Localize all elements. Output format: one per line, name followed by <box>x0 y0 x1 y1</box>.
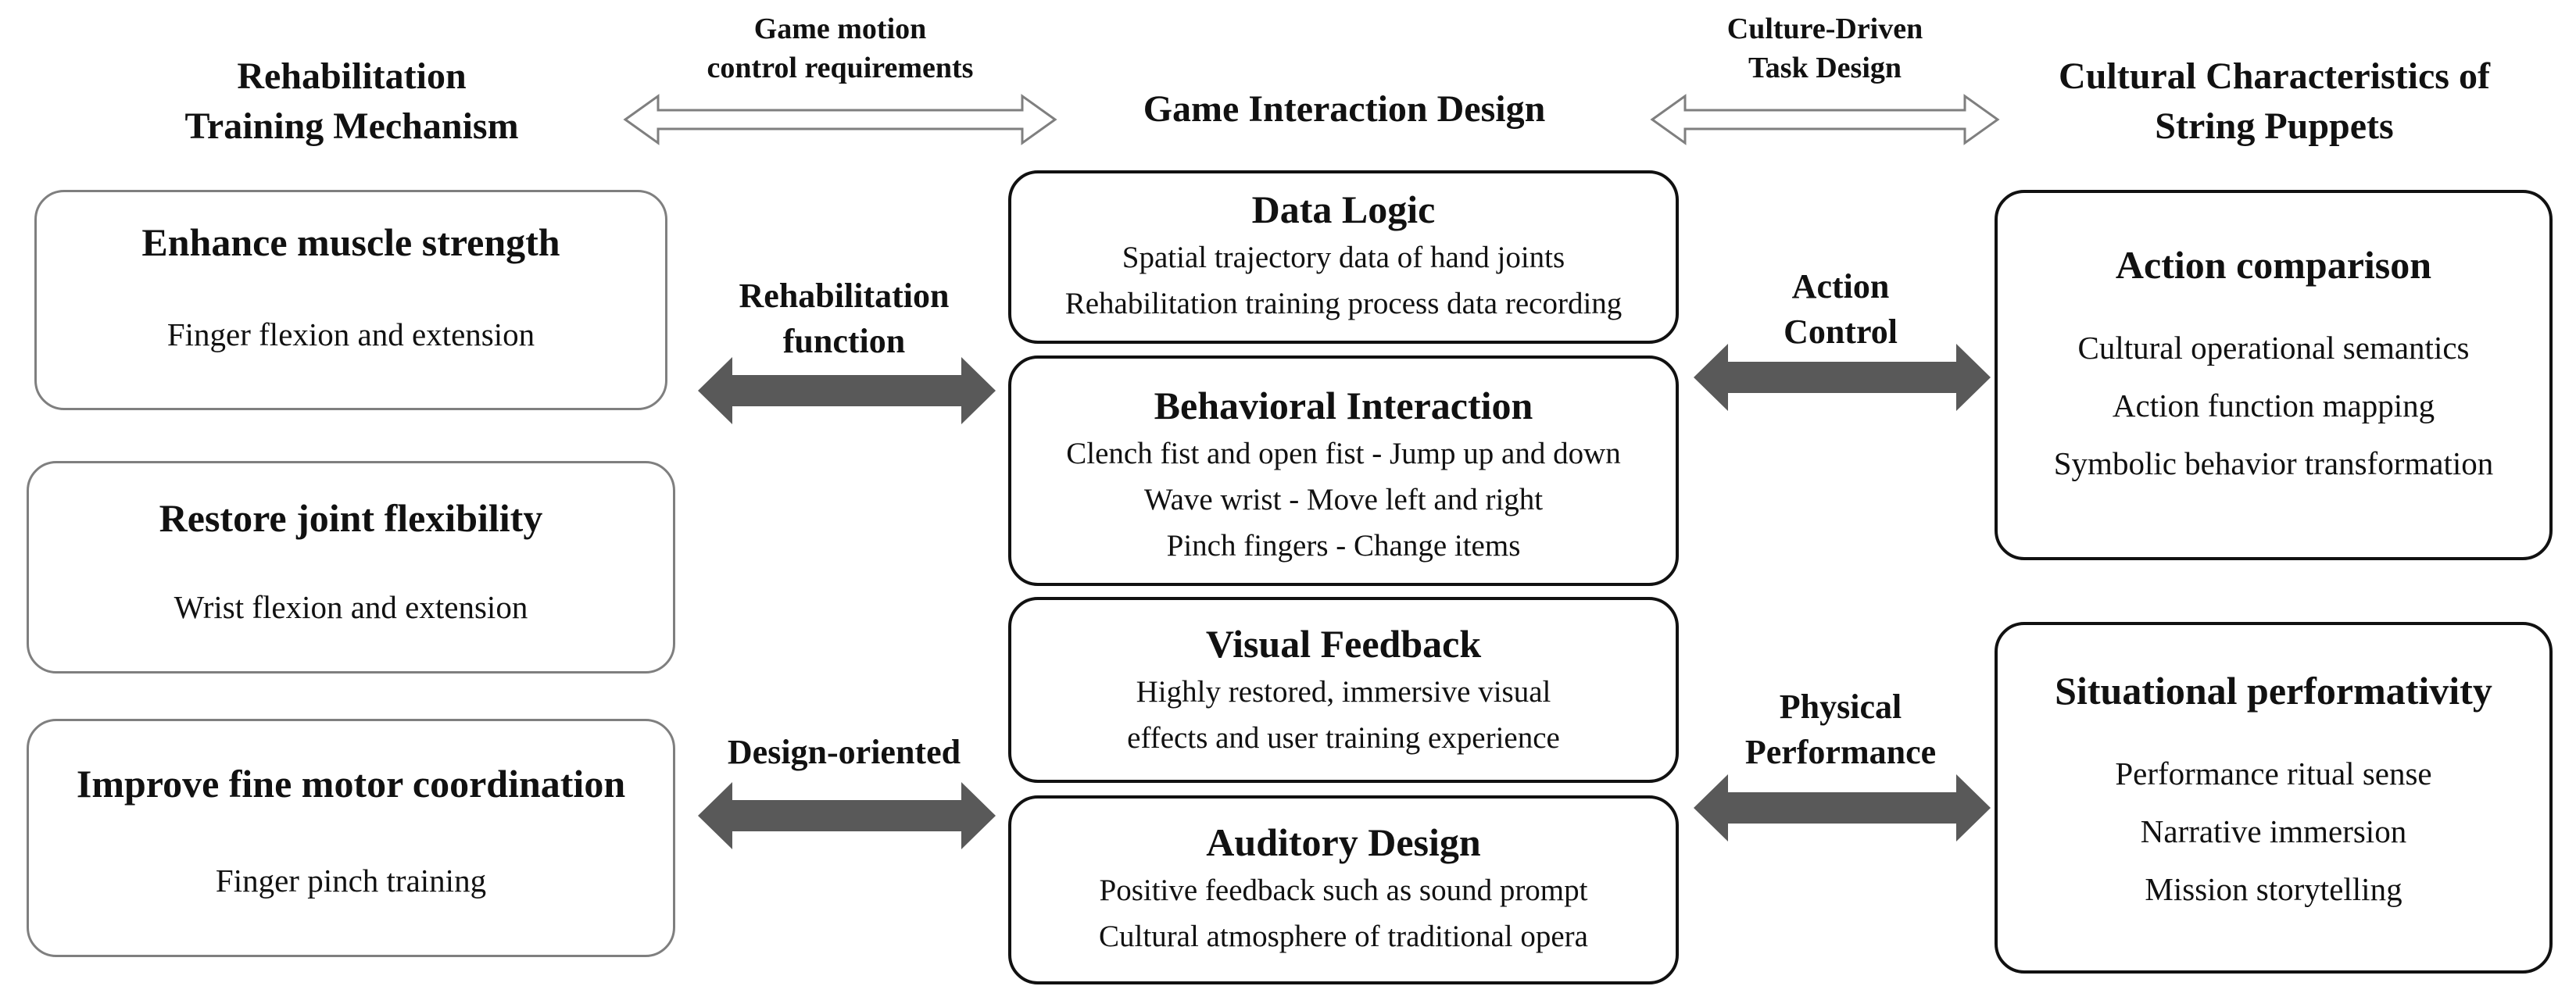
box-line: Cultural operational semantics <box>2077 330 2470 366</box>
top-left-arrow-label: Game motion control requirements <box>707 13 974 84</box>
box-title: Situational performativity <box>2055 669 2492 713</box>
right-lower-double-arrow <box>1694 774 1991 841</box>
middle-box-visual-feedback: Visual Feedback Highly restored, immersi… <box>1008 597 1679 783</box>
box-title: Auditory Design <box>1206 820 1481 864</box>
box-line: Wrist flexion and extension <box>174 589 528 625</box>
box-line: Pinch fingers - Change items <box>1166 529 1521 563</box>
right-box-situational-performativity: Situational performativity Performance r… <box>1995 622 2553 974</box>
top-right-arrow-label: Culture-Driven Task Design <box>1726 13 1923 84</box>
left-column-title: Rehabilitation Training Mechanism <box>184 55 519 147</box>
box-title: Restore joint flexibility <box>159 496 543 540</box>
left-box-muscle-strength: Enhance muscle strength Finger flexion a… <box>34 190 667 410</box>
arrow-label-design-oriented: Design-oriented <box>727 733 961 771</box>
left-lower-double-arrow <box>698 782 996 849</box>
right-column-title: Cultural Characteristics of String Puppe… <box>2059 55 2490 147</box>
box-title: Enhance muscle strength <box>141 220 560 264</box>
arrow-label-physical-performance: Physical Performance <box>1744 688 1937 771</box>
box-line: effects and user training experience <box>1127 721 1560 755</box>
box-line: Action function mapping <box>2112 388 2435 423</box>
box-line: Positive feedback such as sound prompt <box>1099 874 1588 907</box>
box-title: Improve fine motor coordination <box>76 762 626 806</box>
right-box-action-comparison: Action comparison Cultural operational s… <box>1995 190 2553 560</box>
box-line: Rehabilitation training process data rec… <box>1064 287 1623 320</box>
arrow-label-rehabilitation-function: Rehabilitation function <box>739 277 950 360</box>
left-upper-double-arrow <box>698 357 996 424</box>
box-line: Spatial trajectory data of hand joints <box>1122 241 1565 274</box>
box-line: Finger flexion and extension <box>166 316 535 352</box>
box-title: Data Logic <box>1251 188 1436 231</box>
middle-box-behavioral-interaction: Behavioral Interaction Clench fist and o… <box>1008 356 1679 586</box>
arrow-label-action-control: Action Control <box>1784 267 1898 351</box>
box-line: Wave wrist - Move left and right <box>1143 483 1544 516</box>
box-title: Visual Feedback <box>1205 622 1482 666</box>
middle-column-title: Game Interaction Design <box>1143 88 1546 130</box>
middle-box-data-logic: Data Logic Spatial trajectory data of ha… <box>1008 170 1679 344</box>
box-line: Mission storytelling <box>2145 871 2402 907</box>
top-right-outline-arrow <box>1650 94 2000 145</box>
box-line: Symbolic behavior transformation <box>2053 445 2494 481</box>
box-line: Finger pinch training <box>215 863 487 899</box>
middle-box-auditory-design: Auditory Design Positive feedback such a… <box>1008 795 1679 984</box>
left-box-fine-motor: Improve fine motor coordination Finger p… <box>27 719 675 957</box>
box-line: Performance ritual sense <box>2115 756 2432 791</box>
right-upper-double-arrow <box>1694 344 1991 411</box>
box-line: Cultural atmosphere of traditional opera <box>1099 920 1588 953</box>
box-title: Action comparison <box>2115 243 2432 287</box>
box-line: Highly restored, immersive visual <box>1136 675 1551 709</box>
top-left-outline-arrow <box>623 94 1057 145</box>
box-line: Clench fist and open fist - Jump up and … <box>1066 437 1621 470</box>
left-box-joint-flexibility: Restore joint flexibility Wrist flexion … <box>27 461 675 674</box>
box-title: Behavioral Interaction <box>1154 384 1533 427</box>
box-line: Narrative immersion <box>2140 813 2407 849</box>
